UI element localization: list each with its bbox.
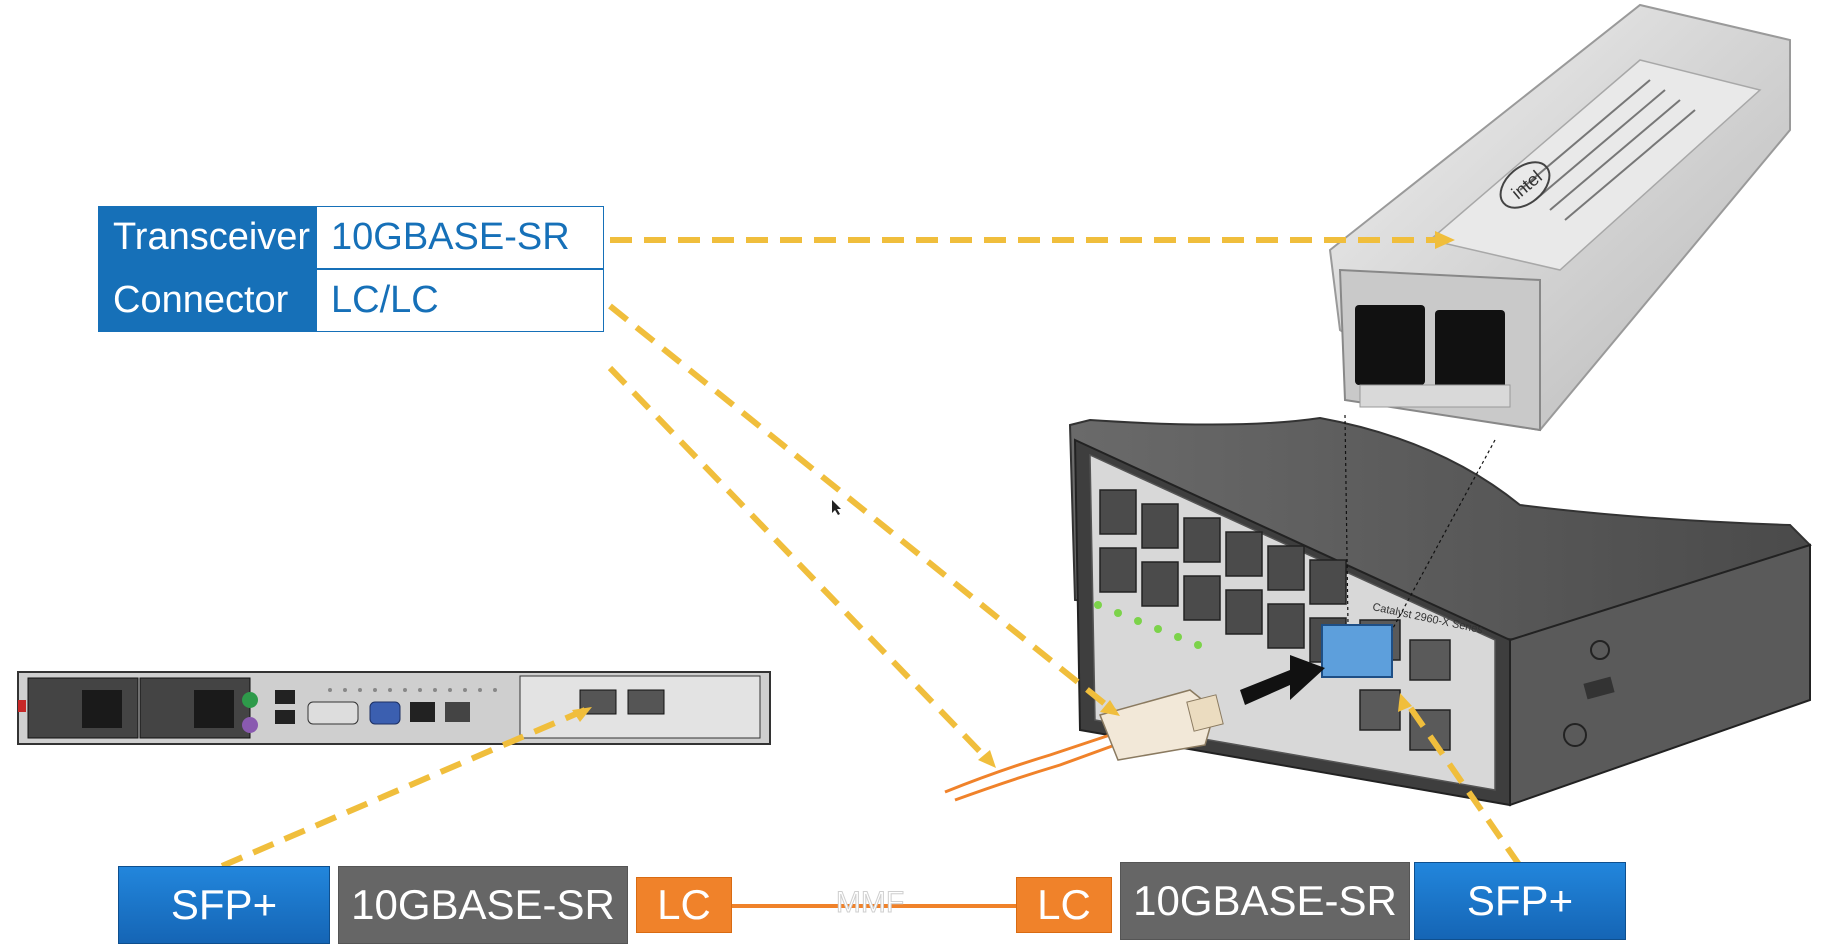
insert-arrow-icon bbox=[1240, 655, 1325, 705]
left-sfp-port-box: SFP+ bbox=[118, 866, 330, 944]
lc-port-right bbox=[1435, 310, 1505, 390]
connector-key: Connector bbox=[98, 269, 316, 332]
media-type-label: MMF bbox=[835, 886, 905, 920]
server-rear-panel-image bbox=[17, 671, 771, 745]
connector-value: LC/LC bbox=[316, 269, 604, 332]
transceiver-value: 10GBASE-SR bbox=[316, 206, 604, 269]
sfp-transceiver-image: intel bbox=[1328, 3, 1791, 432]
left-standard-box: 10GBASE-SR bbox=[338, 866, 628, 944]
leader-lines bbox=[220, 237, 1523, 869]
fiber-patch-cable-image bbox=[944, 689, 1224, 802]
lc-port-left bbox=[1355, 305, 1425, 385]
right-standard-box: 10GBASE-SR bbox=[1120, 862, 1410, 940]
left-lc-connector-box: LC bbox=[636, 877, 732, 933]
transceiver-key: Transceiver bbox=[98, 206, 316, 269]
transceiver-row: Transceiver 10GBASE-SR bbox=[98, 206, 604, 269]
transceiver-info-table: Transceiver 10GBASE-SR Connector LC/LC bbox=[98, 206, 604, 332]
inserted-sfp-module bbox=[1321, 624, 1393, 678]
right-sfp-port-box: SFP+ bbox=[1414, 862, 1626, 940]
connector-row: Connector LC/LC bbox=[98, 269, 604, 332]
right-lc-connector-box: LC bbox=[1016, 877, 1112, 933]
rj45-port-grid bbox=[1099, 489, 1347, 663]
mouse-cursor-icon bbox=[832, 500, 841, 515]
